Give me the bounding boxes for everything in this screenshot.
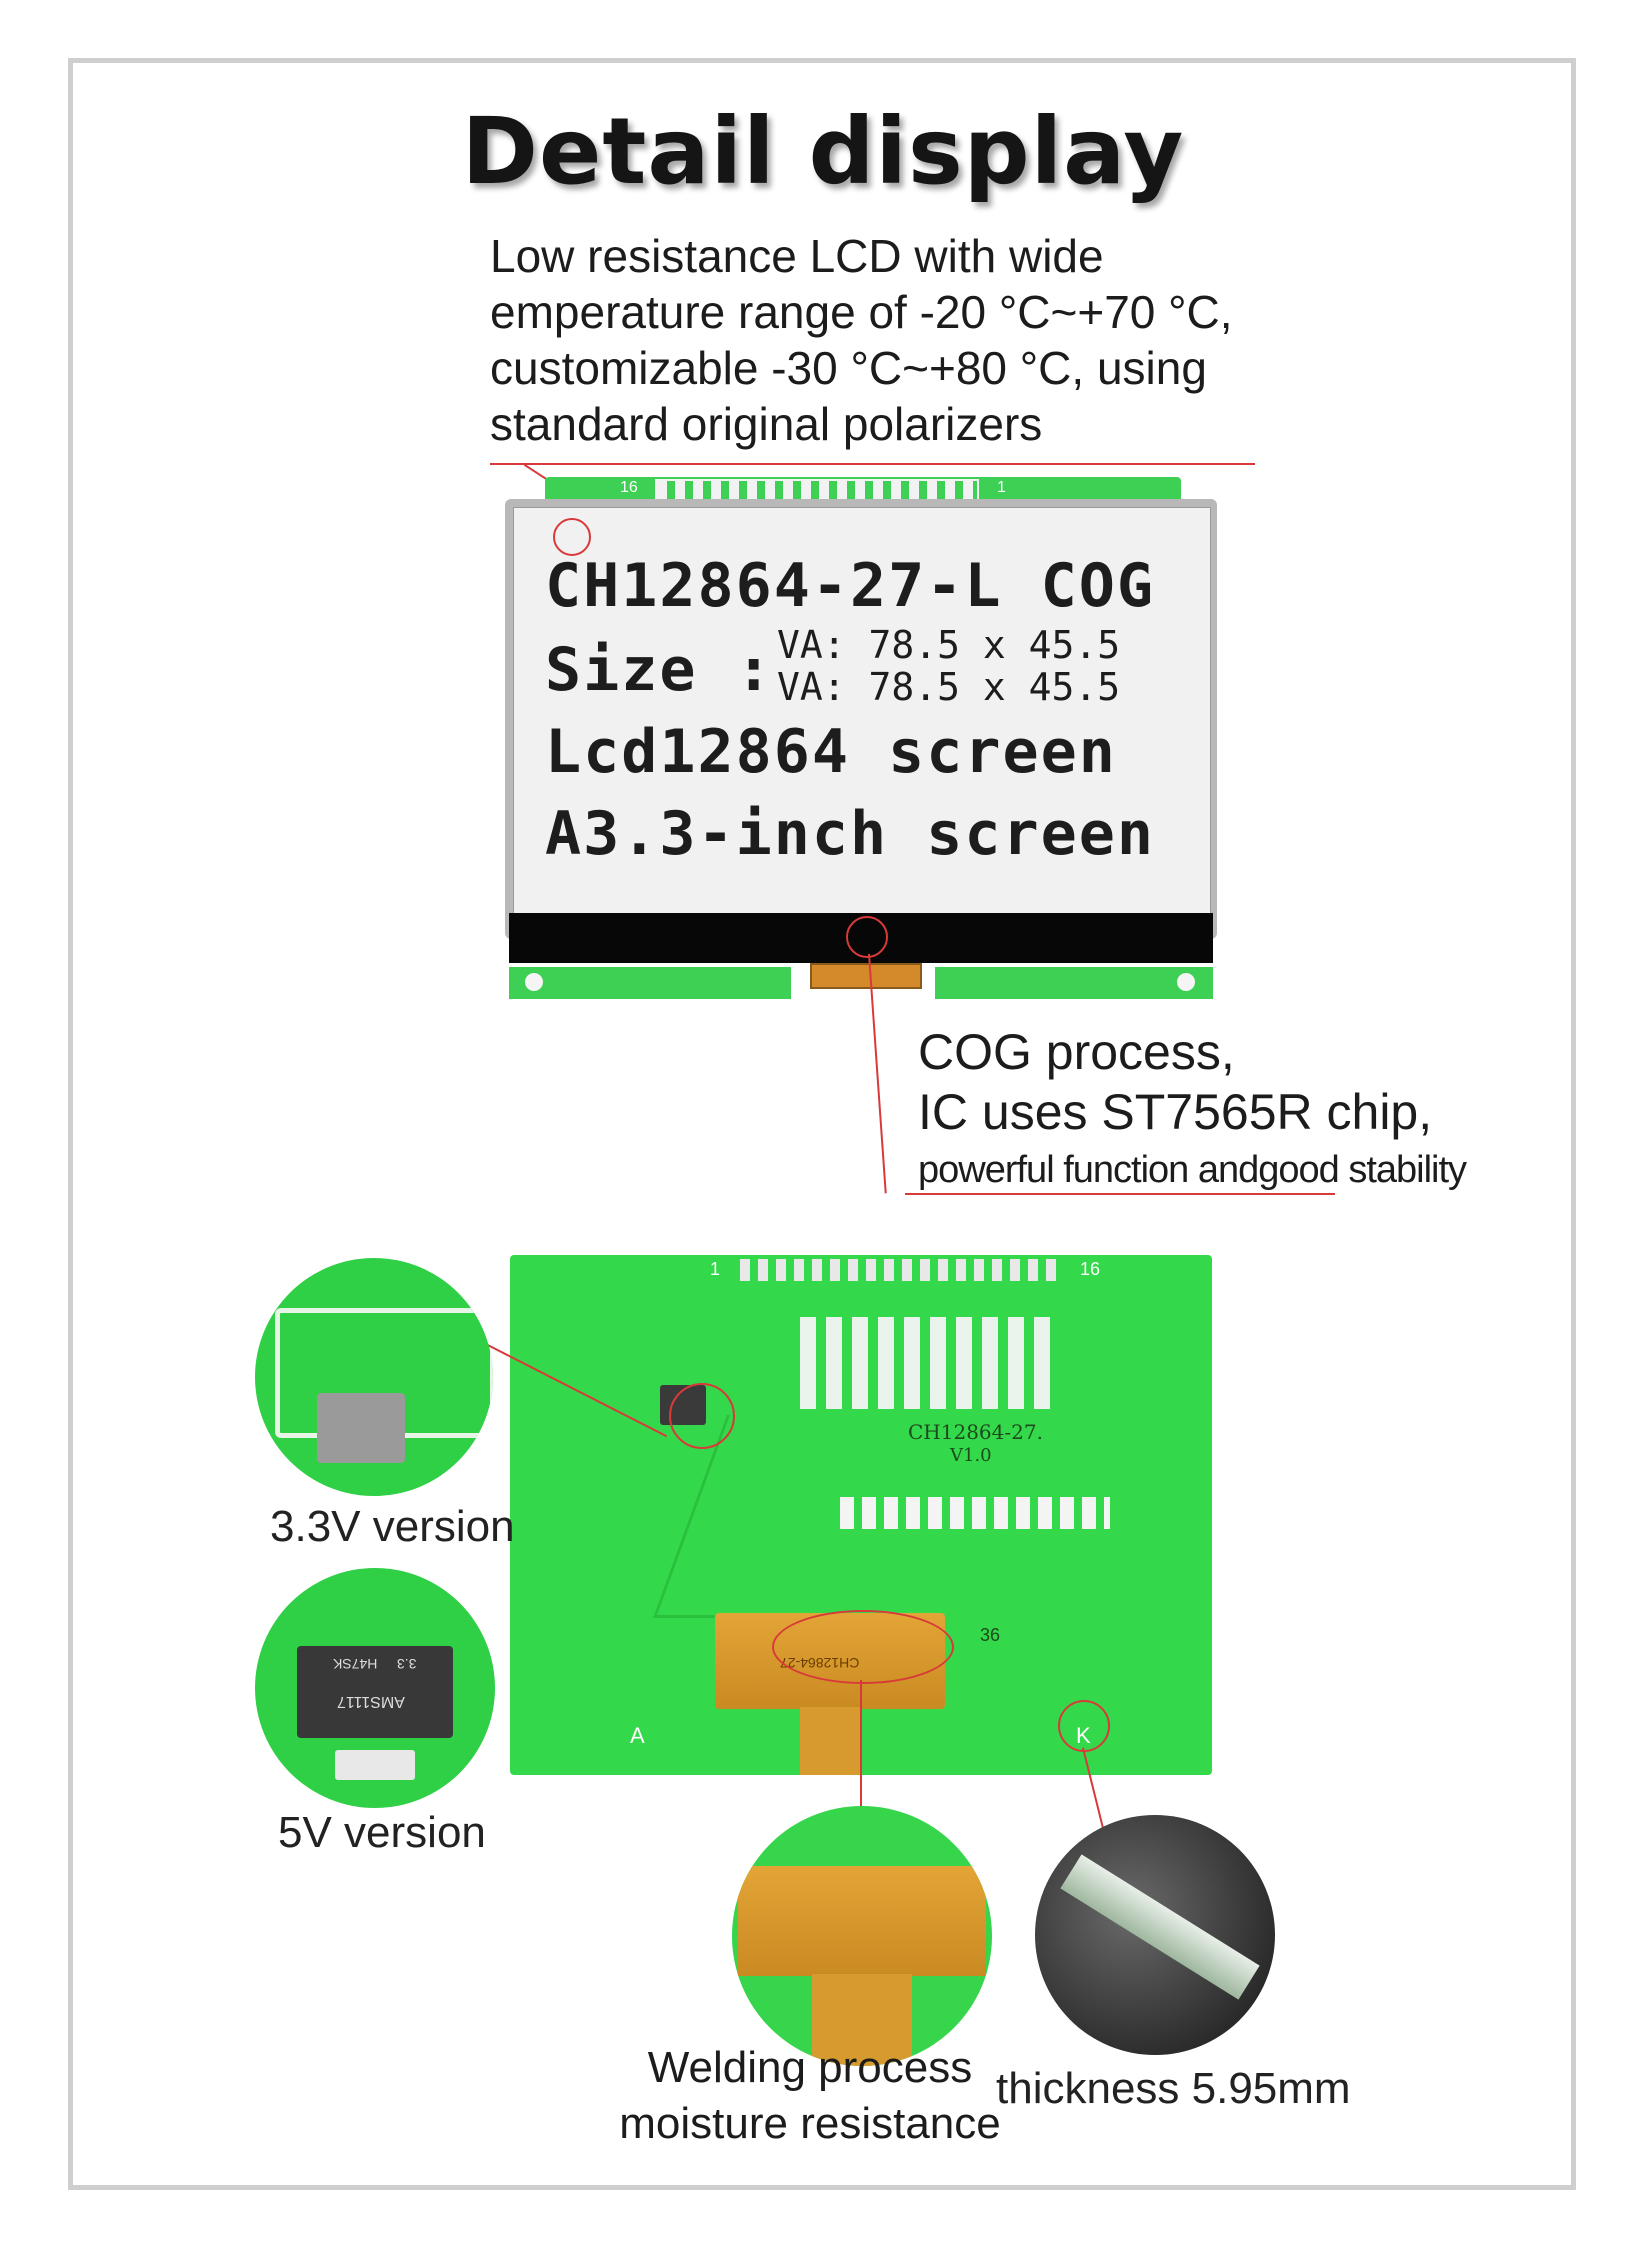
cog-note: COG process, IC uses ST7565R chip, power… [918, 1022, 1467, 1198]
v5-closeup-circle: 3.3 H47SK AMS1117 [255, 1568, 495, 1808]
pcb-version-label: V1.0 [950, 1445, 992, 1466]
lcd-feature-note: Low resistance LCD with wide emperature … [490, 228, 1290, 452]
chip-text-2: H47SK [333, 1656, 378, 1672]
lcd-text-line-1: CH12864-27-L COG [545, 551, 1155, 621]
welding-closeup-circle [732, 1806, 992, 2066]
chip-marker-circle [846, 916, 888, 958]
lcd-va-line-1: VA: 78.5 x 45.5 [777, 623, 1121, 667]
pcb-pin-label-right: 16 [1080, 1259, 1101, 1279]
fpc-pointer-line [860, 1680, 862, 1820]
lcd-pin-label-left: 16 [620, 479, 638, 496]
page-title: Detail display [461, 98, 1185, 205]
v33-component [317, 1393, 405, 1463]
lcd-bottom-tab-left [509, 967, 791, 999]
capacitor-array [840, 1497, 1110, 1529]
pcb-pin-36: 36 [980, 1625, 1001, 1645]
polarizer-marker-circle [553, 518, 591, 556]
note-line-3: customizable -30 °C~+80 °C, using [490, 342, 1207, 394]
v5-caption: 5V version [278, 1808, 486, 1857]
page-frame [68, 58, 1576, 2190]
glass-edge [1060, 1854, 1260, 2000]
lcd-mount-hole-right [1177, 973, 1195, 991]
lcd-module: 16 1 CH12864-27-L COG Size : VA: 78.5 x … [505, 473, 1217, 1003]
welding-caption-line-2: moisture resistance [619, 2099, 1001, 2148]
pcb-pin-row [740, 1259, 1060, 1281]
welding-caption-line-1: Welding process [647, 2043, 973, 2092]
note-underline [490, 463, 1255, 465]
v5-connector [335, 1750, 415, 1780]
cog-line-3: powerful function andgood stability [918, 1149, 1467, 1191]
welding-caption: Welding process moisture resistance [600, 2040, 1020, 2152]
thickness-caption: thickness 5.95mm [996, 2064, 1351, 2113]
thickness-marker-circle [1058, 1700, 1110, 1752]
fpc-marker-ellipse [772, 1610, 954, 1684]
lcd-va-line-2: VA: 78.5 x 45.5 [777, 665, 1121, 709]
pcb-pin-a: A [630, 1723, 645, 1748]
note-line-2: emperature range of -20 °C~+70 °C, [490, 286, 1233, 338]
cog-line-2: IC uses ST7565R chip, [918, 1084, 1433, 1140]
lcd-mount-hole-left [525, 973, 543, 991]
cog-line-1: COG process, [918, 1024, 1235, 1080]
lcd-screen [513, 507, 1211, 919]
pcb-model-label: CH12864-27. [908, 1420, 1043, 1444]
cog-chip-connector [810, 963, 922, 989]
lcd-text-line-3: Lcd12864 screen [545, 717, 1117, 787]
note-line-1: Low resistance LCD with wide [490, 230, 1104, 282]
lcd-pin-label-right: 1 [997, 479, 1006, 496]
v5-chip: 3.3 H47SK AMS1117 [297, 1646, 453, 1738]
resistor-array-top [800, 1317, 1060, 1409]
chip-text-3: AMS1117 [337, 1693, 405, 1710]
note-line-4: standard original polarizers [490, 398, 1043, 450]
pcb-pin-label-left: 1 [710, 1259, 721, 1279]
regulator-marker-circle [669, 1383, 735, 1449]
chip-text-1: 3.3 [397, 1656, 417, 1672]
welding-fpc-tail [812, 1974, 912, 2066]
lcd-text-line-4: A3.3-inch screen [545, 799, 1155, 869]
fpc-tail [800, 1707, 862, 1775]
welding-fpc [738, 1866, 986, 1976]
lcd-size-label: Size : [545, 635, 774, 705]
lcd-bottom-tab-right [935, 967, 1213, 999]
thickness-closeup-circle [1035, 1815, 1275, 2055]
cog-underline [905, 1193, 1335, 1195]
v33-closeup-circle [255, 1258, 493, 1496]
v33-caption: 3.3V version [270, 1502, 515, 1551]
